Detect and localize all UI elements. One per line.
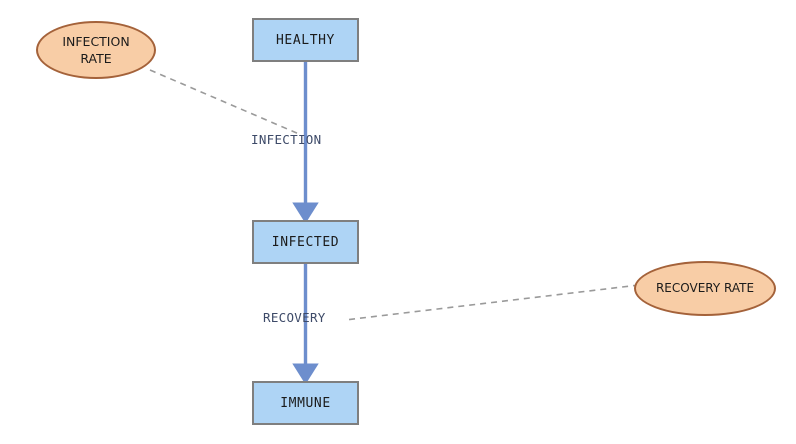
param-node-recovery-rate-label: RECOVERY RATE	[655, 281, 755, 295]
param-label-line-1: INFECTION	[62, 34, 130, 49]
state-node-healthy-label: HEALTHY	[276, 32, 335, 48]
param-node-recovery-rate[interactable]: RECOVERY RATE	[634, 261, 776, 316]
dashed-link-infection-rate	[149, 69, 300, 135]
param-label-line-2: RATE	[80, 51, 112, 66]
dashed-link-recovery-rate	[344, 284, 640, 321]
state-node-infected-label: INFECTED	[271, 234, 340, 250]
state-node-infected[interactable]: INFECTED	[252, 220, 359, 264]
state-node-immune[interactable]: IMMUNE	[252, 381, 359, 425]
flow-label-infection: INFECTION	[251, 132, 322, 147]
param-node-infection-rate[interactable]: INFECTION RATE	[36, 21, 156, 79]
flow-label-recovery: RECOVERY	[263, 310, 326, 325]
state-node-immune-label: IMMUNE	[280, 395, 331, 411]
param-node-infection-rate-label: INFECTION RATE	[62, 33, 129, 67]
state-node-healthy[interactable]: HEALTHY	[252, 18, 359, 62]
